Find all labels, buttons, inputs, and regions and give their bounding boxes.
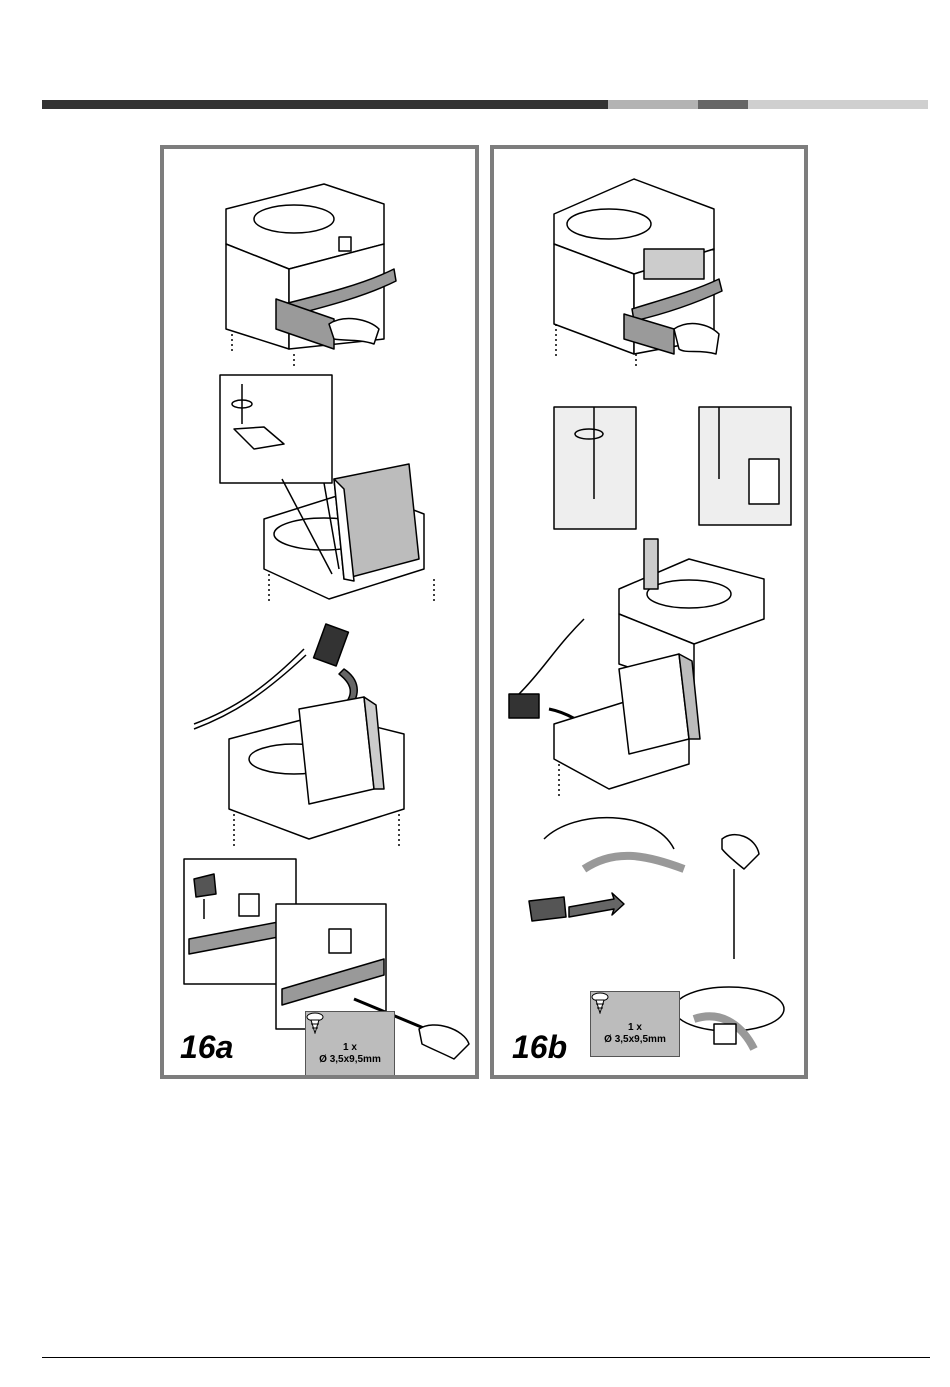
- step-1-housing: [554, 179, 722, 369]
- figure-16a-screw-box: 1 x Ø 3,5x9,5mm: [305, 1011, 395, 1077]
- screw-quantity: 1 x: [591, 1022, 679, 1034]
- header-bar-light: [608, 100, 698, 109]
- screw-icon: [591, 992, 609, 1014]
- figure-16a-illustration: [164, 149, 475, 1075]
- header-bar-dark: [42, 100, 608, 109]
- step-2-bracket: [554, 407, 791, 694]
- footer-line: [42, 1357, 930, 1358]
- header-bar-pale: [748, 100, 928, 109]
- figure-16b-label: 16b: [512, 1029, 567, 1066]
- step-1-housing: [226, 184, 396, 369]
- figure-16a-panel: 1 x Ø 3,5x9,5mm 16a: [160, 145, 479, 1079]
- figure-16b-panel: 1 x Ø 3,5x9,5mm 16b: [490, 145, 808, 1079]
- header-bar-mid: [698, 100, 748, 109]
- screw-size: Ø 3,5x9,5mm: [306, 1054, 394, 1066]
- figure-16b-illustration: [494, 149, 804, 1075]
- step-2-bracket: [220, 375, 434, 604]
- screw-icon: [306, 1012, 324, 1034]
- step-3-plug: [194, 624, 404, 849]
- figure-16b-screw-box: 1 x Ø 3,5x9,5mm: [590, 991, 680, 1057]
- screw-size: Ø 3,5x9,5mm: [591, 1034, 679, 1046]
- figure-16a-label: 16a: [180, 1029, 233, 1066]
- screw-quantity: 1 x: [306, 1042, 394, 1054]
